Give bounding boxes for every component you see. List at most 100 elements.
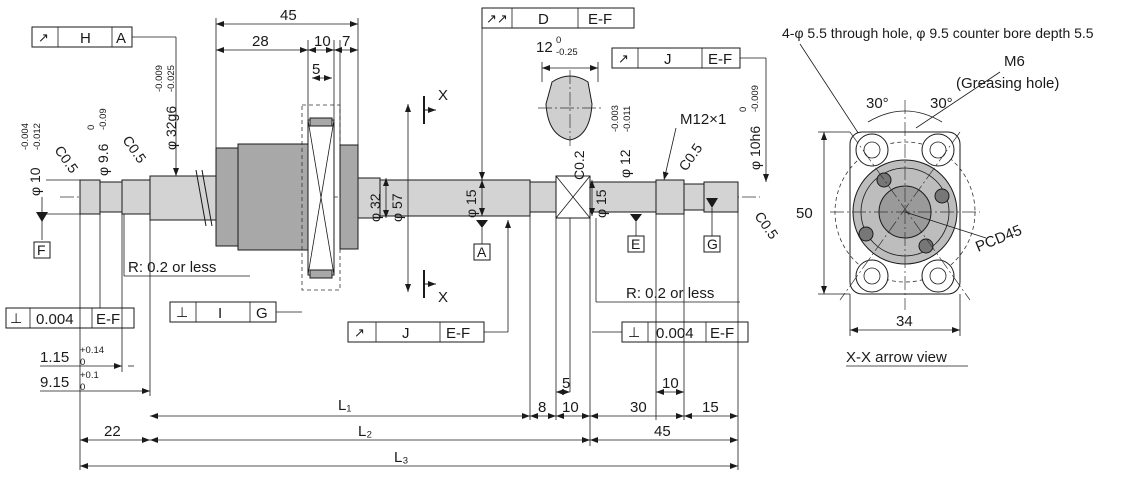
svg-text:E: E bbox=[631, 236, 640, 252]
r-note-right: R: 0.2 or less bbox=[626, 285, 714, 302]
shaft-end-left bbox=[79, 179, 101, 215]
svg-text:-0.004: -0.004 bbox=[20, 123, 31, 150]
svg-text:C0.5: C0.5 bbox=[752, 209, 782, 243]
xx-arrow-view: 4-φ 5.5 through hole, φ 9.5 counter bore… bbox=[782, 25, 1094, 367]
svg-text:F: F bbox=[37, 242, 46, 258]
dim-L3: L₃ bbox=[394, 449, 408, 466]
section-label-top: X bbox=[438, 87, 448, 104]
dim-L1: L₁ bbox=[338, 397, 351, 414]
svg-text:-0.025: -0.025 bbox=[166, 65, 177, 92]
nut-section-cross bbox=[307, 119, 335, 276]
svg-text:10: 10 bbox=[562, 399, 579, 416]
section-label-bottom: X bbox=[438, 289, 448, 306]
dim-L2: L₂ bbox=[358, 423, 372, 440]
svg-text:C0.5: C0.5 bbox=[52, 143, 82, 177]
svg-text:φ 57: φ 57 bbox=[389, 193, 405, 222]
svg-text:A: A bbox=[477, 244, 487, 260]
datum-E: E bbox=[627, 214, 645, 253]
nut-flange-left bbox=[215, 147, 239, 247]
svg-text:30: 30 bbox=[630, 399, 647, 416]
svg-text:30°: 30° bbox=[866, 95, 889, 112]
svg-text:⊥: ⊥ bbox=[628, 324, 640, 340]
svg-text:J: J bbox=[664, 51, 672, 68]
dim-45: 45 bbox=[280, 7, 297, 24]
svg-text:-0.09: -0.09 bbox=[98, 108, 109, 130]
svg-text:M6: M6 bbox=[1004, 53, 1025, 70]
svg-text:↗↗: ↗↗ bbox=[486, 11, 508, 26]
frame-J-bottom: ↗ J E-F bbox=[347, 220, 511, 343]
svg-text:φ 32: φ 32 bbox=[367, 193, 383, 222]
frame-H: ↗ H A bbox=[31, 26, 179, 176]
svg-text:5: 5 bbox=[562, 375, 570, 392]
left-offset-dims: 1.15 +0.14 0 9.15 +0.1 0 bbox=[40, 214, 151, 470]
nut-hidden-outline bbox=[301, 104, 341, 291]
svg-text:0.004: 0.004 bbox=[36, 311, 74, 328]
svg-text:0: 0 bbox=[556, 35, 561, 46]
nut-body bbox=[237, 143, 309, 251]
svg-text:-0.25: -0.25 bbox=[556, 47, 578, 58]
svg-text:(Greasing hole): (Greasing hole) bbox=[956, 75, 1059, 92]
dim-10: 10 bbox=[314, 33, 331, 50]
svg-text:E-F: E-F bbox=[96, 311, 120, 328]
svg-text:0: 0 bbox=[80, 357, 85, 368]
svg-text:45: 45 bbox=[654, 423, 671, 440]
datum-A: A bbox=[473, 220, 491, 261]
hole-note: 4-φ 5.5 through hole, φ 9.5 counter bore… bbox=[782, 25, 1094, 41]
break-mark-a bbox=[195, 169, 207, 227]
dim-5: 5 bbox=[312, 61, 320, 78]
svg-text:12: 12 bbox=[536, 39, 553, 56]
shaft-journal-left bbox=[121, 179, 151, 215]
svg-text:C0.2: C0.2 bbox=[571, 150, 587, 180]
right-callouts: C0.2 φ 15 φ 12 -0.003 -0.011 M12×1 C0.5 … bbox=[571, 85, 782, 242]
svg-text:C0.5: C0.5 bbox=[675, 140, 705, 174]
screw-shaft-left bbox=[149, 175, 217, 221]
svg-text:15: 15 bbox=[702, 399, 719, 416]
section-mark: X X bbox=[423, 87, 448, 306]
svg-text:M12×1: M12×1 bbox=[680, 111, 726, 128]
svg-text:φ 10: φ 10 bbox=[27, 167, 43, 196]
svg-text:10: 10 bbox=[662, 375, 679, 392]
svg-text:↗: ↗ bbox=[618, 51, 629, 66]
svg-text:22: 22 bbox=[104, 423, 121, 440]
svg-text:E-F: E-F bbox=[446, 325, 470, 342]
svg-text:G: G bbox=[707, 236, 718, 252]
svg-text:PCD45: PCD45 bbox=[973, 222, 1024, 256]
datum-F: F bbox=[33, 197, 51, 259]
shaft-groove-right bbox=[683, 183, 705, 211]
svg-text:50: 50 bbox=[796, 205, 813, 222]
svg-text:+0.1: +0.1 bbox=[80, 370, 99, 381]
datum-G: G bbox=[703, 198, 721, 253]
bearing-cross bbox=[555, 175, 591, 219]
svg-text:G: G bbox=[256, 305, 268, 322]
svg-text:φ 12: φ 12 bbox=[617, 149, 633, 178]
svg-text:-0.012: -0.012 bbox=[32, 123, 43, 150]
svg-text:H: H bbox=[80, 30, 91, 47]
length-dims: L₁ 8 10 5 30 15 10 22 L₂ 45 L₃ bbox=[80, 212, 739, 470]
svg-text:φ 15: φ 15 bbox=[463, 189, 479, 218]
svg-text:D: D bbox=[538, 11, 549, 28]
thread-m12 bbox=[655, 179, 685, 215]
svg-text:E-F: E-F bbox=[708, 51, 732, 68]
dim-7: 7 bbox=[342, 33, 350, 50]
nut-flange-right bbox=[339, 144, 359, 250]
svg-text:0: 0 bbox=[80, 382, 85, 393]
svg-text:φ 15: φ 15 bbox=[593, 189, 609, 218]
svg-text:-0.011: -0.011 bbox=[622, 106, 633, 132]
svg-text:⊥: ⊥ bbox=[10, 310, 22, 326]
svg-text:φ 10h6: φ 10h6 bbox=[747, 126, 763, 170]
frame-D: ↗↗ D E-F bbox=[479, 7, 635, 180]
shaft-support-part bbox=[589, 181, 657, 213]
svg-text:9.15: 9.15 bbox=[40, 374, 69, 391]
r-note-left: R: 0.2 or less bbox=[128, 259, 216, 276]
shaft-end-right bbox=[703, 181, 739, 213]
svg-text:I: I bbox=[218, 305, 222, 322]
svg-text:C0.5: C0.5 bbox=[120, 133, 150, 167]
svg-text:30°: 30° bbox=[930, 95, 953, 112]
break-mark-b bbox=[201, 169, 213, 227]
svg-text:34: 34 bbox=[896, 313, 913, 330]
svg-text:0: 0 bbox=[738, 107, 749, 112]
svg-text:↗: ↗ bbox=[38, 30, 49, 45]
svg-text:J: J bbox=[402, 325, 410, 342]
nut-diameter-callouts: φ 32 φ 57 φ 15 bbox=[367, 104, 485, 292]
